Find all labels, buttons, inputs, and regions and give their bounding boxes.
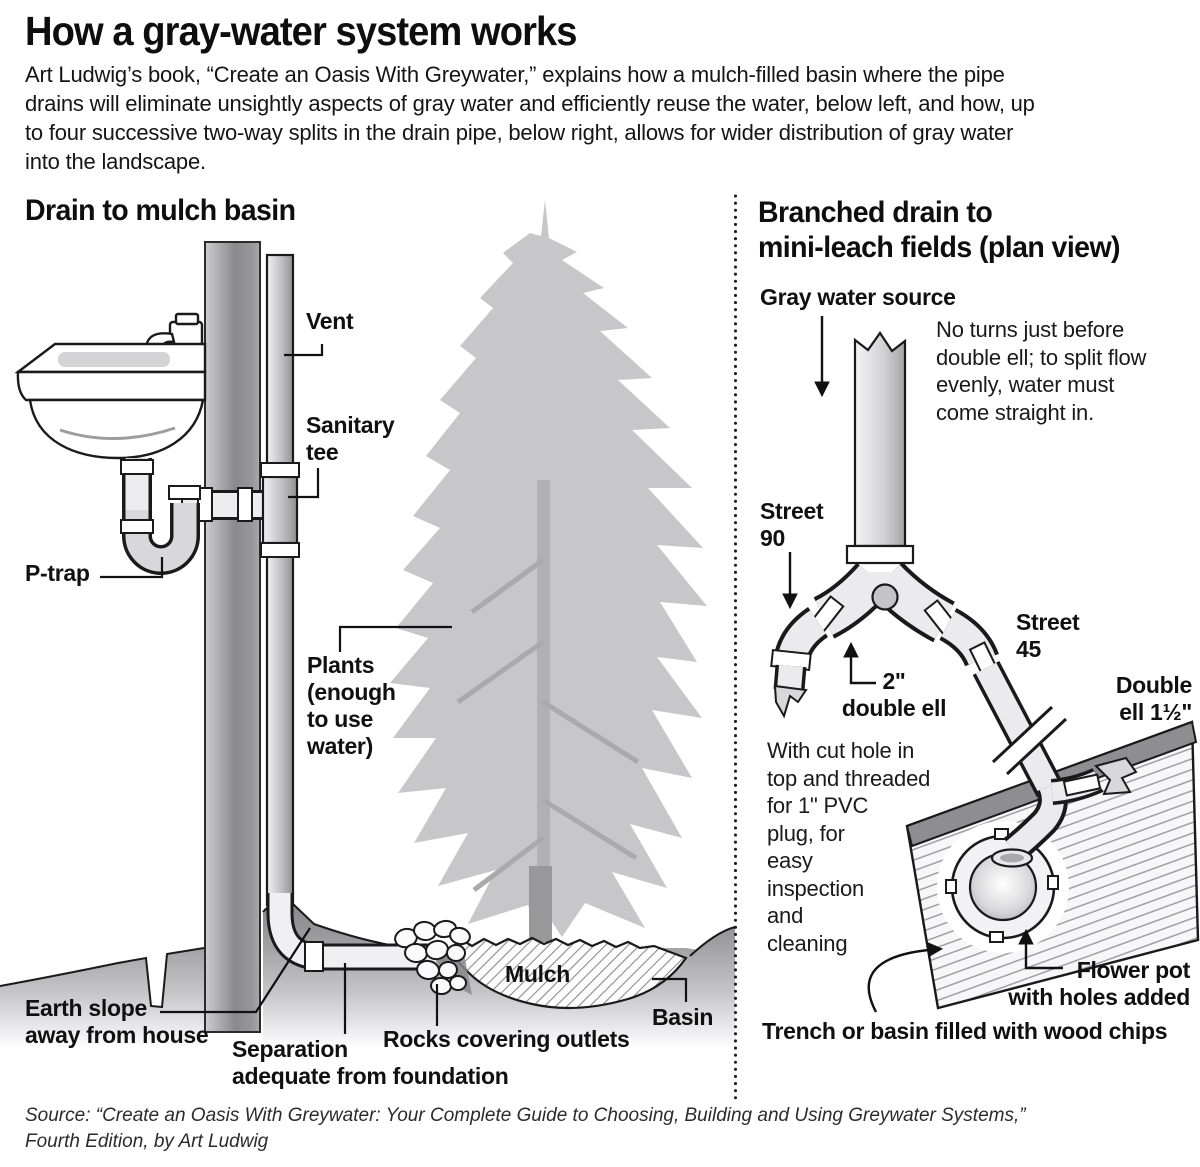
vent-and-drain-pipe — [265, 253, 436, 972]
flower-pot — [945, 828, 1059, 943]
label-earth-slope: Earth slope away from house — [25, 995, 209, 1048]
double-ell-15-fitting — [990, 756, 1138, 868]
source-credit: Source: “Create an Oasis With Greywater:… — [25, 1105, 1026, 1152]
intro-paragraph: Art Ludwig’s book, “Create an Oasis With… — [25, 62, 1035, 174]
tee-collar-top — [260, 462, 300, 478]
label-separation: Separation adequate from foundation — [232, 1036, 509, 1089]
faucet-handle — [174, 312, 200, 326]
sink — [14, 312, 207, 460]
note-no-turns: No turns just before double ell; to spli… — [936, 317, 1147, 425]
note-cut-hole: With cut hole in top and threaded for 1"… — [767, 738, 931, 956]
label-trench: Trench or basin filled with wood chips — [762, 1018, 1168, 1044]
label-vent: Vent — [306, 308, 354, 334]
label-plants: Plants (enough to use water) — [307, 652, 396, 759]
left-leader-lines — [100, 344, 688, 1034]
tree-silhouette — [390, 200, 707, 942]
house-wall — [204, 241, 261, 1033]
label-mulch: Mulch — [505, 961, 570, 987]
label-sanitary-tee: Sanitary tee — [306, 412, 395, 465]
tee-collar-bottom — [260, 542, 300, 558]
label-rocks: Rocks covering outlets — [383, 1026, 630, 1052]
right-panel-heading: Branched drain to mini-leach fields (pla… — [758, 196, 1121, 264]
inspection-hole — [871, 583, 899, 611]
page-title: How a gray-water system works — [25, 8, 578, 54]
label-street-45: Street 45 — [1016, 609, 1080, 662]
label-street-90: Street 90 — [760, 498, 824, 551]
left-panel-heading: Drain to mulch basin — [25, 194, 296, 227]
tree-trunk — [529, 866, 552, 942]
street-45-pipe — [938, 608, 1068, 797]
label-flower-pot: Flower pot with holes added — [1008, 957, 1190, 1010]
label-2in-double-ell: 2" double ell — [841, 668, 947, 721]
label-gray-water-source: Gray water source — [760, 284, 956, 310]
rocks — [394, 919, 471, 996]
street-90-elbow — [770, 607, 829, 719]
right-leader-lines — [782, 316, 1063, 1013]
p-trap — [120, 458, 201, 575]
label-double-ell-15: Double ell 1½" — [1115, 672, 1192, 725]
double-ell-fitting — [803, 561, 965, 645]
label-p-trap: P-trap — [25, 560, 90, 586]
gray-water-source-pipe — [845, 331, 915, 565]
label-basin: Basin — [652, 1004, 714, 1030]
pipe-collar — [304, 941, 324, 972]
